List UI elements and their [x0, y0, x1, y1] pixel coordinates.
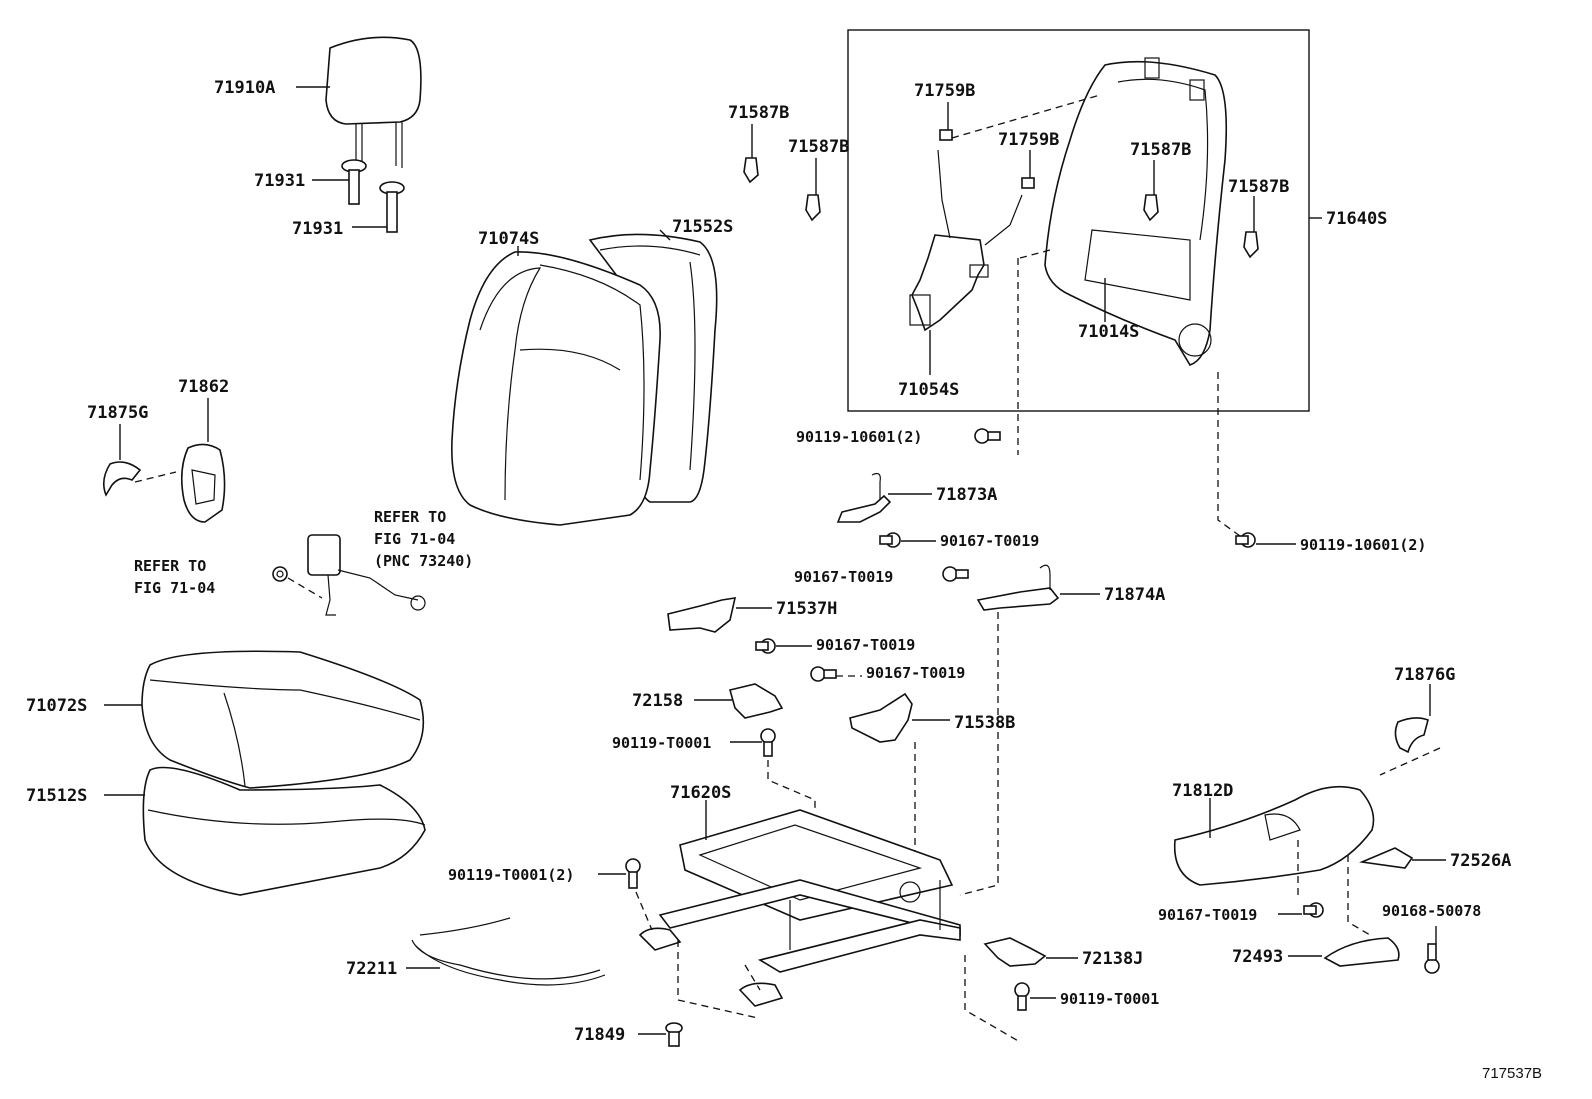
bracket-71537H[interactable]: [667, 597, 737, 633]
seat-belt-buckle[interactable]: [307, 534, 426, 616]
label-71759B-a: 71759B: [914, 81, 975, 101]
seatback-frame-assembly-box: [847, 29, 1310, 412]
cover-72138J[interactable]: [983, 937, 1047, 967]
label-72493: 72493: [1232, 947, 1283, 967]
seat-cushion-pad[interactable]: [142, 766, 426, 896]
bolt-90119-10601-a[interactable]: [974, 428, 1001, 444]
bolt-90119-T0001-c[interactable]: [1014, 982, 1030, 1011]
bracket-71538B[interactable]: [849, 692, 913, 743]
bolt-90167-T0019-d[interactable]: [810, 666, 837, 682]
bolt-90167-T0019-a[interactable]: [879, 532, 901, 548]
seat-adjuster-71620S[interactable]: [638, 809, 961, 1007]
ref-text-1-line-2: FIG 71-04: [374, 530, 455, 548]
bolt-90167-T0019-e[interactable]: [1303, 902, 1324, 918]
ref-text-1-line-3: (PNC 73240): [374, 552, 473, 570]
seatback-frame[interactable]: [1044, 57, 1227, 366]
bracket-71873A[interactable]: [836, 472, 892, 523]
label-71552S: 71552S: [672, 217, 733, 237]
label-71074S: 71074S: [478, 229, 539, 249]
knob-72493[interactable]: [1323, 937, 1400, 967]
clip-71759B-a[interactable]: [939, 129, 953, 141]
label-72526A: 72526A: [1450, 851, 1511, 871]
label-71640S: 71640S: [1326, 209, 1387, 229]
shield-71812D[interactable]: [1173, 785, 1375, 886]
label-90119-T0001-c: 90119-T0001: [1060, 990, 1159, 1008]
label-71587B-d: 71587B: [1228, 177, 1289, 197]
label-90119-T0001-b: 90119-T0001(2): [448, 866, 574, 884]
label-71875G: 71875G: [87, 403, 148, 423]
bracket-71874A[interactable]: [976, 564, 1060, 611]
shield-71876G[interactable]: [1394, 717, 1429, 754]
label-71873A: 71873A: [936, 485, 997, 505]
label-71537H: 71537H: [776, 599, 837, 619]
label-71862: 71862: [178, 377, 229, 397]
cover-72158[interactable]: [729, 683, 784, 719]
label-90167-T0019-e: 90167-T0019: [1158, 906, 1257, 924]
label-71072S: 71072S: [26, 696, 87, 716]
seat-cushion-cover[interactable]: [141, 650, 425, 789]
buckle-nut[interactable]: [272, 566, 288, 582]
label-71759B-b: 71759B: [998, 130, 1059, 150]
label-71849: 71849: [574, 1025, 625, 1045]
figure-number: 717537B: [1482, 1065, 1542, 1082]
clip-71759B-b[interactable]: [1021, 177, 1035, 189]
label-71874A: 71874A: [1104, 585, 1165, 605]
bolt-71849[interactable]: [665, 1022, 683, 1047]
shield-71875G[interactable]: [102, 461, 142, 497]
label-90167-T0019-a: 90167-T0019: [940, 532, 1039, 550]
seatback-cover[interactable]: [451, 251, 661, 526]
label-90167-T0019-c: 90167-T0019: [816, 636, 915, 654]
label-90168-50078: 90168-50078: [1382, 902, 1481, 920]
bolt-90168-50078[interactable]: [1424, 943, 1440, 974]
knob-72526A[interactable]: [1359, 847, 1414, 869]
lumbar-support[interactable]: [909, 149, 1023, 332]
bolt-90167-T0019-b[interactable]: [942, 566, 969, 582]
bolt-90119-10601-b[interactable]: [1235, 532, 1256, 548]
label-71538B: 71538B: [954, 713, 1015, 733]
label-90167-T0019-b: 90167-T0019: [794, 568, 893, 586]
clip-71587B-a[interactable]: [743, 157, 759, 184]
wire-72211[interactable]: [411, 917, 606, 986]
clip-71587B-d[interactable]: [1243, 231, 1259, 259]
label-90167-T0019-d: 90167-T0019: [866, 664, 965, 682]
label-71931-b: 71931: [292, 219, 343, 239]
label-71587B-b: 71587B: [788, 137, 849, 157]
bolt-90167-T0019-c[interactable]: [755, 638, 776, 654]
headrest-support-guide[interactable]: [341, 159, 405, 233]
clip-71587B-b[interactable]: [805, 194, 821, 222]
label-71512S: 71512S: [26, 786, 87, 806]
headrest[interactable]: [325, 36, 422, 168]
bolt-90119-T0001-a[interactable]: [760, 728, 776, 757]
label-71587B-c: 71587B: [1130, 140, 1191, 160]
label-71812D: 71812D: [1172, 781, 1233, 801]
label-71931-a: 71931: [254, 171, 305, 191]
ref-text-1-line-1: REFER TO: [374, 508, 446, 526]
label-72211: 72211: [346, 959, 397, 979]
label-71054S: 71054S: [898, 380, 959, 400]
label-71876G: 71876G: [1394, 665, 1455, 685]
label-90119-10601-a: 90119-10601(2): [796, 428, 922, 446]
label-90119-10601-b: 90119-10601(2): [1300, 536, 1426, 554]
ref-text-2-line-1: REFER TO: [134, 557, 206, 575]
label-71014S: 71014S: [1078, 322, 1139, 342]
label-71587B-a: 71587B: [728, 103, 789, 123]
cover-71862[interactable]: [180, 443, 226, 523]
label-71620S: 71620S: [670, 783, 731, 803]
ref-text-2-line-2: FIG 71-04: [134, 579, 215, 597]
label-71910A: 71910A: [214, 78, 275, 98]
label-90119-T0001-a: 90119-T0001: [612, 734, 711, 752]
label-72138J: 72138J: [1082, 949, 1143, 969]
bolt-90119-T0001-b[interactable]: [625, 858, 641, 889]
label-72158: 72158: [632, 691, 683, 711]
